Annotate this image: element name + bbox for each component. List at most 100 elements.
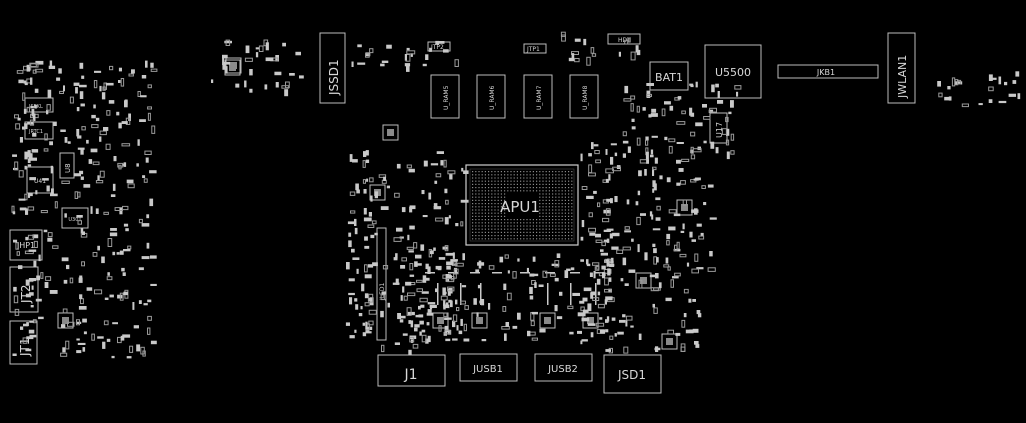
apu-ball	[529, 180, 531, 182]
apu-ball	[568, 231, 570, 233]
passive	[409, 206, 413, 213]
passive	[606, 198, 611, 202]
passive	[18, 79, 24, 84]
ram-chip-4[interactable]: U_RAM8	[569, 74, 599, 119]
passive	[652, 166, 657, 171]
passive	[666, 177, 671, 183]
passive	[32, 113, 36, 122]
apu-ball	[539, 231, 541, 233]
passive	[50, 165, 53, 174]
passive	[690, 131, 696, 137]
passive	[696, 267, 704, 270]
apu-ball	[510, 180, 512, 182]
apu-ball	[488, 228, 490, 230]
jkb1-connector[interactable]: JKB1	[777, 64, 879, 79]
u41-chip[interactable]: U41	[26, 166, 54, 194]
apu-ball	[545, 225, 547, 227]
passive	[600, 249, 604, 252]
passive	[672, 276, 679, 279]
qfn-pad	[666, 338, 673, 345]
jusb1-connector[interactable]: JUSB1	[459, 353, 518, 382]
apu-ball	[472, 203, 474, 205]
passive	[35, 298, 42, 302]
apu-ball	[500, 231, 502, 233]
jusb2-connector[interactable]: JUSB2	[534, 353, 593, 382]
u8-chip[interactable]: U8	[59, 152, 75, 179]
passive	[627, 37, 631, 43]
jrtc1-connector[interactable]: JRTC1	[24, 121, 54, 140]
u17-chip[interactable]: U17	[709, 112, 728, 144]
passive	[81, 126, 86, 131]
passive	[364, 293, 369, 299]
j1-connector[interactable]: J1	[377, 354, 446, 387]
jssd1-connector[interactable]: JSSD1	[319, 32, 346, 104]
apu-ball	[491, 199, 493, 201]
apu-ball	[494, 209, 496, 211]
apu-ball	[491, 206, 493, 208]
apu-ball	[484, 222, 486, 224]
passive	[404, 63, 411, 67]
apu-ball	[561, 199, 563, 201]
passive	[60, 129, 66, 132]
passive	[446, 317, 452, 320]
apu1-chip[interactable]: APU1	[465, 164, 579, 246]
u301-chip[interactable]: U301	[61, 207, 89, 229]
apu-ball	[561, 187, 563, 189]
jwlan1-connector[interactable]: JWLAN1	[887, 32, 916, 104]
passive	[444, 245, 449, 252]
passive	[610, 198, 613, 204]
apu-ball	[555, 228, 557, 230]
jsd1-connector[interactable]: JSD1	[603, 354, 662, 394]
hdt-connector[interactable]: HDT	[607, 33, 641, 45]
jusb2-label: JUSB2	[547, 364, 578, 375]
passive	[453, 268, 459, 275]
apu-ball	[542, 215, 544, 217]
passive	[147, 84, 152, 89]
passive	[101, 92, 106, 100]
apu-ball	[510, 190, 512, 192]
qfn-chip	[382, 124, 399, 141]
passive	[604, 259, 609, 263]
jtp1-connector[interactable]: JTP1	[523, 43, 547, 54]
jled1-connector[interactable]: JLED1	[376, 227, 387, 341]
apu-ball	[548, 235, 550, 237]
u301-label: U301	[68, 217, 81, 223]
passive	[110, 228, 117, 231]
ram-chip-1[interactable]: U_RAM5	[430, 74, 460, 119]
jt1-connector[interactable]: JT1	[9, 320, 38, 365]
passive	[265, 42, 269, 51]
passive	[128, 113, 131, 121]
apu-ball	[504, 196, 506, 198]
passive	[418, 305, 421, 310]
apu-ball	[545, 238, 547, 240]
passive	[443, 300, 446, 306]
u5500-chip[interactable]: U5500	[704, 44, 762, 99]
apu-ball	[484, 212, 486, 214]
passive	[607, 268, 611, 276]
passive	[394, 192, 400, 198]
passive	[365, 52, 371, 57]
apu-ball	[552, 235, 554, 237]
passive	[75, 87, 78, 94]
apu-ball	[475, 174, 477, 176]
jhp1-connector[interactable]: JHP1	[9, 229, 43, 261]
passive	[418, 314, 424, 318]
passive	[488, 303, 491, 310]
apu-ball	[545, 171, 547, 173]
passive	[369, 297, 374, 306]
apu-ball	[513, 238, 515, 240]
ram-chip-2[interactable]: U_RAM6	[476, 74, 506, 119]
apu-ball	[494, 180, 496, 182]
passive	[348, 278, 355, 282]
passive	[351, 61, 354, 67]
passive	[368, 293, 374, 303]
ram-chip-3[interactable]: U_RAM7	[523, 74, 553, 119]
apu-ball	[539, 190, 541, 192]
passive	[62, 347, 66, 353]
passive	[395, 253, 398, 259]
bat1-connector[interactable]: BAT1	[649, 61, 689, 91]
apu-ball	[542, 228, 544, 230]
passive	[488, 265, 495, 270]
apu-ball	[510, 183, 512, 185]
passive	[409, 263, 414, 271]
